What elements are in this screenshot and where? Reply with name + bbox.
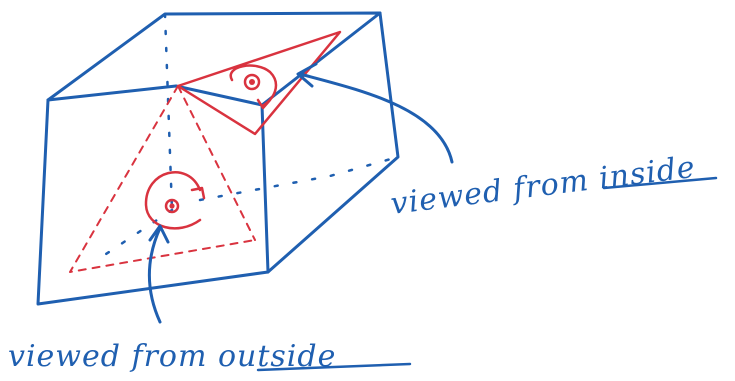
outside-triangle [70, 86, 255, 272]
inside-triangle [178, 32, 340, 134]
svg-text:viewed from inside: viewed from inside [389, 150, 698, 222]
inside-label-prefix: viewed from [389, 162, 602, 222]
inside-label: viewed from inside [389, 150, 716, 222]
cube-hidden-edges [100, 14, 398, 258]
cube-right-face [268, 13, 398, 272]
outside-label: viewed from outside [8, 339, 410, 374]
cube-top-face [48, 13, 380, 105]
outside-normal-dot [169, 203, 174, 208]
outside-label-prefix: viewed from [8, 339, 218, 374]
inside-arrow [298, 64, 452, 162]
inside-normal-dot [249, 79, 255, 85]
outside-arrow [149, 226, 168, 322]
inside-label-emphasis: inside [597, 150, 697, 197]
